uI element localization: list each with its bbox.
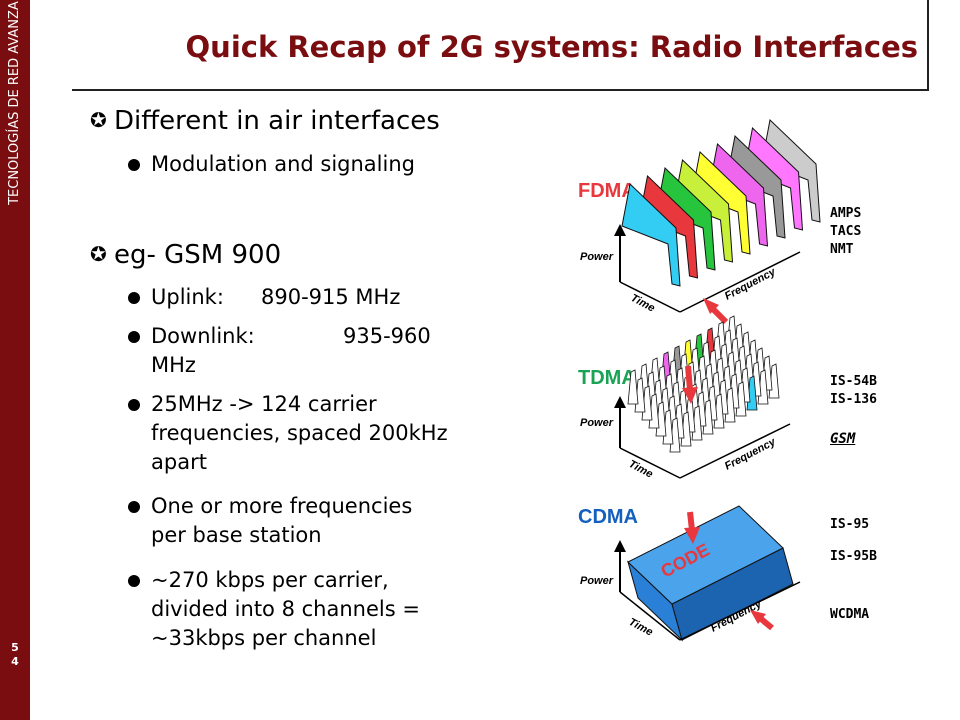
standard-is95: IS-95: [830, 517, 870, 532]
fdma-time-axis: [619, 281, 681, 313]
kbps-line-3: ~33kbps per channel: [151, 626, 377, 650]
sub-bullet-dot-icon: [128, 159, 140, 171]
sub-bullet-dot-icon: [128, 331, 140, 343]
standard-is136: IS-136: [830, 392, 877, 407]
standard-nmt: NMT: [830, 242, 854, 257]
standard-gsm: GSM: [830, 431, 856, 447]
sub-bullet-dot-icon: [128, 575, 140, 587]
fdma-standards: AMPS TACS NMT: [830, 205, 861, 259]
bullet-marker-icon: ✪: [90, 242, 107, 266]
fdma-diagram: Power Time Frequency: [580, 119, 821, 325]
freq-line-2: per base station: [151, 523, 322, 547]
fdma-frequency-bands: [621, 119, 821, 287]
bullet-gsm-900: ✪ eg- GSM 900: [90, 240, 281, 270]
bullet-gsm-900-text: eg- GSM 900: [114, 240, 282, 270]
sub-bullet-kbps: ~270 kbps per carrier, divided into 8 cha…: [128, 566, 481, 653]
title-divider-horizontal: [72, 89, 929, 91]
tdma-time-slots: [627, 315, 780, 453]
uplink-label: Uplink:: [151, 285, 224, 309]
cdma-diagram: CODE Power Time Frequency: [580, 505, 801, 642]
cdma-code-block: [627, 505, 794, 642]
fdma-frequency-axis-label: Frequency: [723, 266, 779, 303]
title-divider-vertical: [927, 0, 929, 90]
cdma-time-axis-label: Time: [627, 616, 655, 639]
fdma-arrow-icon: [703, 298, 729, 325]
page-number: 5 4: [0, 641, 30, 669]
tdma-label: TDMA: [578, 367, 636, 389]
fdma-band-1: [621, 183, 681, 287]
standard-is95b: IS-95B: [830, 549, 877, 564]
page-number-digit-1: 5: [11, 641, 19, 654]
downlink-unit: MHz: [151, 353, 196, 377]
sub-bullet-carriers: 25MHz -> 124 carrier frequencies, spaced …: [128, 390, 481, 477]
page-number-digit-2: 4: [11, 655, 19, 668]
sub-bullet-frequencies: One or more frequencies per base station: [128, 492, 481, 550]
tdma-power-axis: [614, 396, 626, 448]
sidebar: TECNOLOGÍAS DE RED AVANZADAS – Master IC…: [0, 0, 30, 720]
fdma-power-axis: [614, 224, 626, 282]
bullet-air-interfaces: ✪ Different in air interfaces: [90, 106, 440, 136]
cdma-time-axis: [619, 591, 681, 641]
downlink-value: 935-960: [343, 324, 431, 348]
tdma-slot: [627, 369, 639, 405]
tdma-time-axis-label: Time: [627, 458, 655, 481]
sub-bullet-dot-icon: [128, 501, 140, 513]
downlink-label: Downlink:: [151, 324, 255, 348]
fdma-time-axis-label: Time: [629, 292, 657, 315]
fdma-label: FDMA: [578, 180, 636, 202]
sub-bullet-modulation-text: Modulation and signaling: [151, 152, 415, 176]
slide-title: Quick Recap of 2G systems: Radio Interfa…: [185, 30, 918, 64]
sub-bullet-dot-icon: [128, 292, 140, 304]
uplink-value: 890-915 MHz: [261, 285, 401, 309]
tdma-arrow-icon: [682, 365, 698, 404]
cdma-arrow-bottom-icon: [750, 610, 774, 631]
cdma-arrow-top-icon: [684, 511, 700, 544]
tdma-power-axis-label: Power: [580, 417, 614, 429]
cdma-frequency-axis: [679, 581, 801, 641]
standard-wcdma: WCDMA: [830, 607, 870, 622]
sub-bullet-dot-icon: [128, 399, 140, 411]
bullet-air-interfaces-text: Different in air interfaces: [114, 106, 440, 136]
standard-amps: AMPS: [830, 206, 862, 221]
standard-is54b: IS-54B: [830, 374, 877, 389]
tdma-diagram: Power Time Frequency: [580, 315, 791, 481]
tdma-standards: IS-54B IS-136: [830, 373, 877, 409]
sub-bullet-modulation: Modulation and signaling: [128, 150, 481, 179]
bullet-marker-icon: ✪: [90, 108, 107, 132]
carrier-line-3: apart: [151, 450, 207, 474]
tdma-frequency-axis: [679, 423, 791, 479]
tdma-time-axis: [619, 447, 681, 479]
cdma-power-axis: [614, 540, 626, 592]
tdma-frequency-axis-label: Frequency: [723, 436, 779, 473]
freq-line-1: One or more frequencies: [151, 494, 413, 518]
sub-bullet-uplink: Uplink: 890-915 MHz: [128, 283, 481, 312]
carrier-line-1: 25MHz -> 124 carrier: [151, 392, 377, 416]
fdma-power-axis-label: Power: [580, 251, 614, 263]
kbps-line-2: divided into 8 channels =: [151, 597, 420, 621]
kbps-line-1: ~270 kbps per carrier,: [151, 568, 389, 592]
carrier-line-2: frequencies, spaced 200kHz: [151, 421, 448, 445]
cdma-label: CDMA: [578, 506, 638, 528]
cdma-power-axis-label: Power: [580, 575, 614, 587]
standard-tacs: TACS: [830, 224, 862, 239]
fdma-frequency-axis: [679, 251, 801, 313]
